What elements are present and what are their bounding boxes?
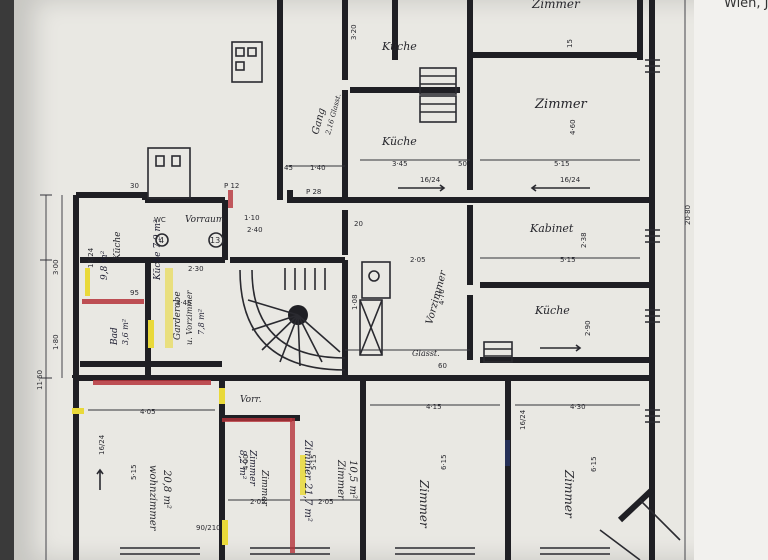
room-label-wohnzimmer-area: 20,8 m² bbox=[161, 469, 172, 509]
dim-2-05-b: 2·05 bbox=[250, 498, 266, 506]
dim-16-24-b: 16/24 bbox=[560, 176, 581, 184]
dim-30: 30 bbox=[130, 182, 139, 190]
dim-1-08: 1·08 bbox=[351, 294, 359, 310]
handwritten-kueche-area: 9,8 m² bbox=[100, 250, 110, 280]
room-label-zimmer-bottom-1: Zimmer bbox=[417, 479, 431, 529]
room-label-zimmer-top: Zimmer bbox=[531, 0, 581, 11]
room-label-kueche-1: Küche bbox=[381, 40, 417, 53]
dim-4-05: 4·05 bbox=[140, 408, 156, 416]
room-label-gang-sub: 2,16 Glasst. bbox=[324, 93, 343, 137]
room-label-kabinet: Kabinet bbox=[529, 222, 574, 235]
dimension-lines bbox=[40, 0, 686, 560]
room-label-wc: WC bbox=[154, 216, 166, 224]
dim-6-15-b: 6·15 bbox=[590, 456, 598, 472]
dim-4-30: 4·30 bbox=[570, 403, 586, 411]
dim-1-80: 1·80 bbox=[52, 334, 60, 350]
handwritten-bad-area: 3,6 m² bbox=[121, 319, 130, 345]
dim-20-80: 20·80 bbox=[684, 205, 692, 225]
room-label-wohnzimmer: wohnzimmer bbox=[147, 465, 158, 532]
room-label-kueche-2: Küche bbox=[381, 135, 417, 148]
dim-60: 60 bbox=[438, 362, 447, 370]
staircase bbox=[239, 67, 513, 371]
dim-3-45-b: 3·45 bbox=[176, 299, 192, 307]
dim-16-24-c: 16/24 bbox=[98, 434, 106, 455]
room-label-vorraum: Vorraum bbox=[185, 215, 224, 225]
dim-90-210: 90/210 bbox=[196, 524, 221, 532]
dim-20: 20 bbox=[354, 220, 363, 228]
room-label-garderobe-2: u. Vorzimmer bbox=[185, 289, 194, 345]
dim-2-90: 2·90 bbox=[584, 320, 592, 336]
room-label-kueche-3: Küche bbox=[534, 304, 570, 317]
handwritten-zimmer-mid: Zimmer 21,7 m² bbox=[302, 439, 313, 522]
dim-3-20: 3·20 bbox=[350, 24, 358, 40]
dim-3-00: 3·00 bbox=[52, 259, 60, 275]
dim-95: 95 bbox=[130, 289, 139, 297]
dim-5-15-c: 5·15 bbox=[130, 464, 138, 480]
room-labels: Zimmer Küche Zimmer Gang 2,16 Glasst. Kü… bbox=[100, 0, 588, 532]
paper-margin bbox=[694, 0, 768, 560]
room-label-garderobe: Garderobe bbox=[173, 291, 183, 340]
room-label-zimmer-1: Zimmer bbox=[534, 97, 588, 112]
outer-walls bbox=[72, 0, 655, 560]
dim-1-10: 1·10 bbox=[244, 214, 260, 222]
dim-5-15-d: 5·15 bbox=[310, 454, 318, 470]
dim-16-24-a: 16/24 bbox=[420, 176, 441, 184]
dim-4-76: 4·76 bbox=[438, 289, 446, 305]
dim-2-05: 2·05 bbox=[410, 256, 426, 264]
window-marks bbox=[120, 59, 681, 560]
dim-45: 45 bbox=[284, 164, 293, 172]
dim-16-24-e: 16/24 bbox=[519, 409, 527, 430]
dimension-text: 3·20 15 4·60 3·45 50 5·15 16/24 16/24 2·… bbox=[36, 24, 692, 532]
handwritten-bad: Bad bbox=[110, 327, 120, 346]
room-label-vorr: Vorr. bbox=[240, 395, 262, 405]
dim-50-a: 50 bbox=[458, 160, 467, 168]
dim-4-15: 4·15 bbox=[426, 403, 442, 411]
room-label-zimmer-bottom-2: Zimmer bbox=[562, 469, 576, 519]
dim-16-24-d: 16/24 bbox=[87, 247, 95, 268]
handwritten-zimmer-left: Zimmer bbox=[247, 449, 257, 487]
dim-p28: P 28 bbox=[306, 188, 321, 196]
highlight-marks bbox=[72, 190, 510, 553]
room-label-glasst: Glasst. bbox=[412, 349, 440, 358]
chimney-stacks bbox=[147, 41, 391, 356]
dim-2-38: 2·38 bbox=[580, 232, 588, 248]
door-arrows bbox=[96, 184, 590, 490]
dim-2-30: 2·30 bbox=[188, 265, 204, 273]
dim-11-60: 11·60 bbox=[36, 370, 44, 390]
dim-5-15-b: 5·15 bbox=[560, 256, 576, 264]
dim-1-40: 1·40 bbox=[310, 164, 326, 172]
paper-sheet bbox=[14, 0, 768, 560]
room-label-zimmer-small: Zimmer bbox=[259, 469, 269, 507]
dim-4-60: 4·60 bbox=[569, 119, 577, 135]
header-text: Wien, J bbox=[724, 0, 768, 11]
dim-2-05-c: 2·05 bbox=[318, 498, 334, 506]
dim-5-15-a: 5·15 bbox=[554, 160, 570, 168]
handwritten-garderobe-area: 7,8 m² bbox=[197, 309, 206, 335]
room-label-zimmer-mid: Zimmer bbox=[335, 459, 346, 501]
handwritten-kueche-small: Küche 7,9 m² bbox=[153, 219, 163, 281]
dim-p12: P 12 bbox=[224, 182, 239, 190]
dim-2-40: 2·40 bbox=[247, 226, 263, 234]
dim-6-15-a: 6·15 bbox=[440, 454, 448, 470]
room-label-kueche-hw: Küche bbox=[113, 232, 123, 262]
dim-15-a: 15 bbox=[566, 39, 574, 48]
marker-13: 13 bbox=[210, 236, 220, 245]
dim-4-00: 4·00 bbox=[242, 454, 250, 470]
handwritten-zimmer-left-area: 8,2 m² bbox=[237, 450, 247, 480]
room-label-zimmer-mid-area: 10,5 m² bbox=[347, 460, 358, 499]
marker-4: 4 bbox=[159, 236, 164, 245]
dim-3-45: 3·45 bbox=[392, 160, 408, 168]
